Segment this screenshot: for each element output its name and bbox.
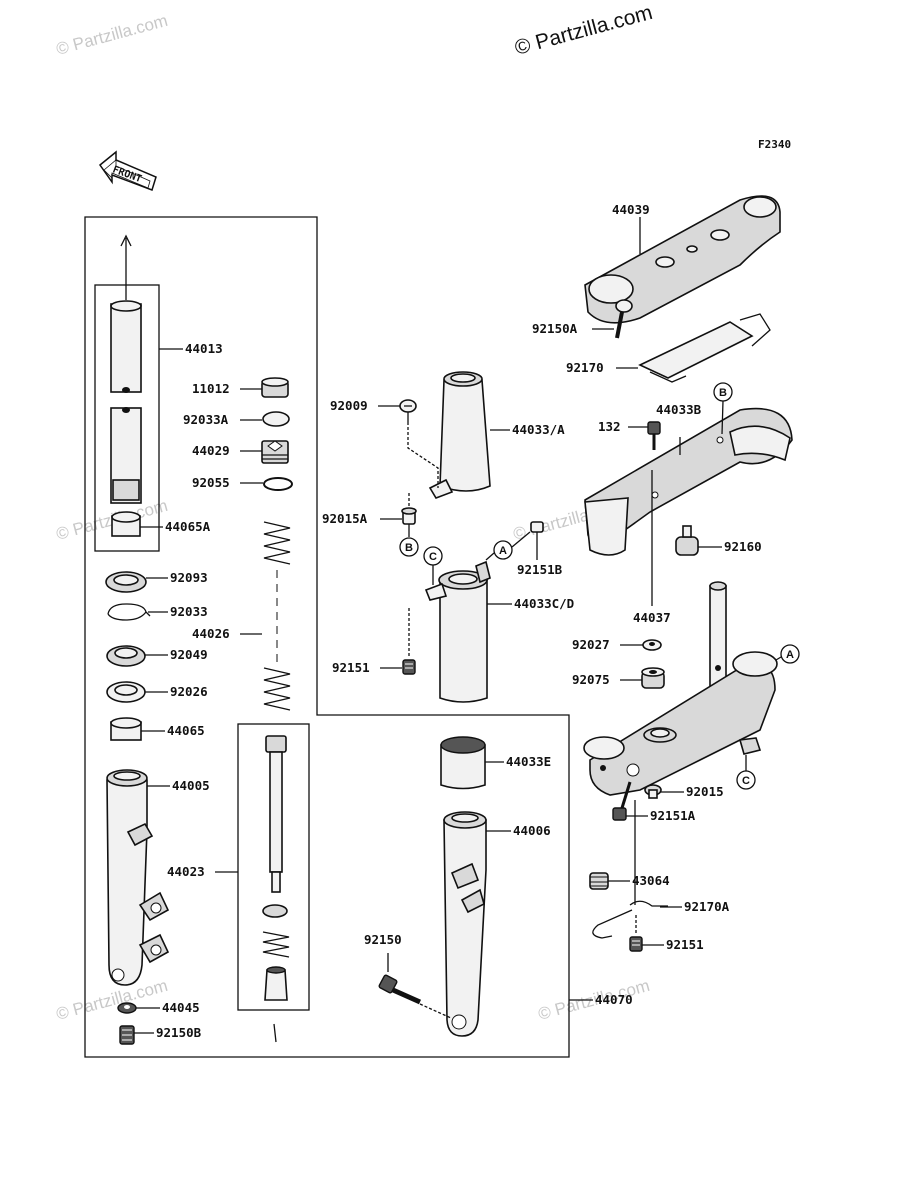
label-44026: 44026: [192, 626, 230, 641]
label-92026: 92026: [170, 684, 208, 699]
inner-tube-44013: [110, 234, 142, 504]
clip-92033: [107, 603, 151, 621]
label-92015: 92015: [686, 784, 724, 799]
callout-a-marker-right: [780, 644, 800, 664]
bolt-92151a: [612, 781, 632, 821]
bolt-92150a: [615, 299, 633, 339]
callout-b-marker: [399, 537, 419, 557]
label-92049: 92049: [170, 647, 208, 662]
cover-44033e: [440, 736, 486, 790]
label-92075: 92075: [572, 672, 610, 687]
washer-44045: [117, 1002, 137, 1014]
callout-c-label-right: C: [742, 775, 750, 787]
label-92150a: 92150A: [532, 321, 578, 336]
steering-stem-lower-bracket: [583, 581, 778, 796]
callout-c-label: C: [429, 551, 437, 563]
grommet-92015a: [401, 507, 417, 525]
piston-44029: [261, 440, 289, 464]
outer-tube-44006: [443, 811, 487, 1037]
cap-11012: [261, 377, 289, 398]
callout-a-label: A: [499, 545, 507, 557]
label-44006: 44006: [513, 823, 551, 838]
damper-92160: [675, 525, 699, 556]
upper-bracket-44039: [584, 195, 781, 324]
fork-left-assembly-frame: [84, 216, 570, 1058]
label-92055: 92055: [192, 475, 230, 490]
label-11012: 11012: [192, 381, 230, 396]
label-44005: 44005: [172, 778, 210, 793]
label-44013: 44013: [185, 341, 223, 356]
label-92033a: 92033A: [183, 412, 229, 427]
label-92027: 92027: [572, 637, 610, 652]
watermark-faint: © Partzilla.com: [54, 11, 170, 59]
o-ring-92055: [263, 477, 293, 491]
callout-b-label-right: B: [719, 387, 727, 399]
fork-cover-44033cd: [424, 560, 491, 703]
label-44033b: 44033B: [656, 402, 702, 417]
label-92150b: 92150B: [156, 1025, 202, 1040]
clamp-92170a: [592, 900, 668, 939]
label-92170: 92170: [566, 360, 604, 375]
bolt-92150b: [119, 1025, 135, 1045]
label-44039: 44039: [612, 202, 650, 217]
label-44065a: 44065A: [165, 519, 211, 534]
ring-92033a: [262, 411, 290, 427]
label-44023: 44023: [167, 864, 205, 879]
label-44037: 44037: [633, 610, 671, 625]
washer-92027: [642, 639, 662, 651]
bolt-92151-right: [629, 936, 643, 952]
label-92151-right: 92151: [666, 937, 704, 952]
label-92160: 92160: [724, 539, 762, 554]
label-44045: 44045: [162, 1000, 200, 1015]
damper-rod-group-frame: [237, 723, 310, 1011]
grommet-92015: [644, 784, 662, 799]
label-43064: 43064: [632, 873, 670, 888]
label-44033a: 44033/A: [512, 422, 565, 437]
clamp-92170: [638, 313, 771, 383]
label-92015a: 92015A: [322, 511, 368, 526]
label-92151a: 92151A: [650, 808, 696, 823]
damper-rod-44023: [262, 735, 290, 1043]
bolt-92151b: [530, 521, 544, 545]
front-arrow-icon: FRONT: [98, 150, 157, 191]
label-44029: 44029: [192, 443, 230, 458]
outer-tube-44005: [106, 769, 170, 986]
inner-tube-group-frame: [94, 284, 160, 552]
label-92093: 92093: [170, 570, 208, 585]
callout-b-label: B: [405, 542, 413, 554]
bolt-92150: [378, 974, 422, 1005]
figure-code: F2340: [758, 138, 791, 151]
washer-92026: [106, 681, 146, 703]
label-92151-center: 92151: [332, 660, 370, 675]
callout-a-marker: [493, 540, 513, 560]
watermark-main: © Partzilla.com: [512, 1, 655, 60]
spring-44026: [263, 521, 291, 711]
screw-92009: [399, 399, 417, 422]
label-132: 132: [598, 419, 621, 434]
label-92033: 92033: [170, 604, 208, 619]
label-44033cd: 44033C/D: [514, 596, 574, 611]
label-92009: 92009: [330, 398, 368, 413]
bolt-132: [647, 421, 661, 450]
callout-a-label-right: A: [786, 649, 794, 661]
label-44033e: 44033E: [506, 754, 551, 769]
cover-bracket-44033b: [584, 407, 793, 556]
label-92170a: 92170A: [684, 899, 730, 914]
dust-seal-92093: [105, 571, 147, 593]
label-44065: 44065: [167, 723, 205, 738]
label-92151b: 92151B: [517, 562, 563, 577]
damper-92075: [641, 667, 665, 689]
bushing-43064: [589, 872, 609, 890]
watermark-faint: © Partzilla.com: [54, 976, 170, 1024]
label-92150: 92150: [364, 932, 402, 947]
bushing-44065: [110, 717, 142, 741]
oil-seal-92049: [106, 645, 146, 667]
fork-cover-44033a: [428, 371, 491, 499]
label-44070: 44070: [595, 992, 633, 1007]
bushing-44065a: [111, 511, 141, 537]
watermark-faint: © Partzilla.com: [536, 976, 652, 1024]
bolt-92151-center: [402, 659, 416, 675]
